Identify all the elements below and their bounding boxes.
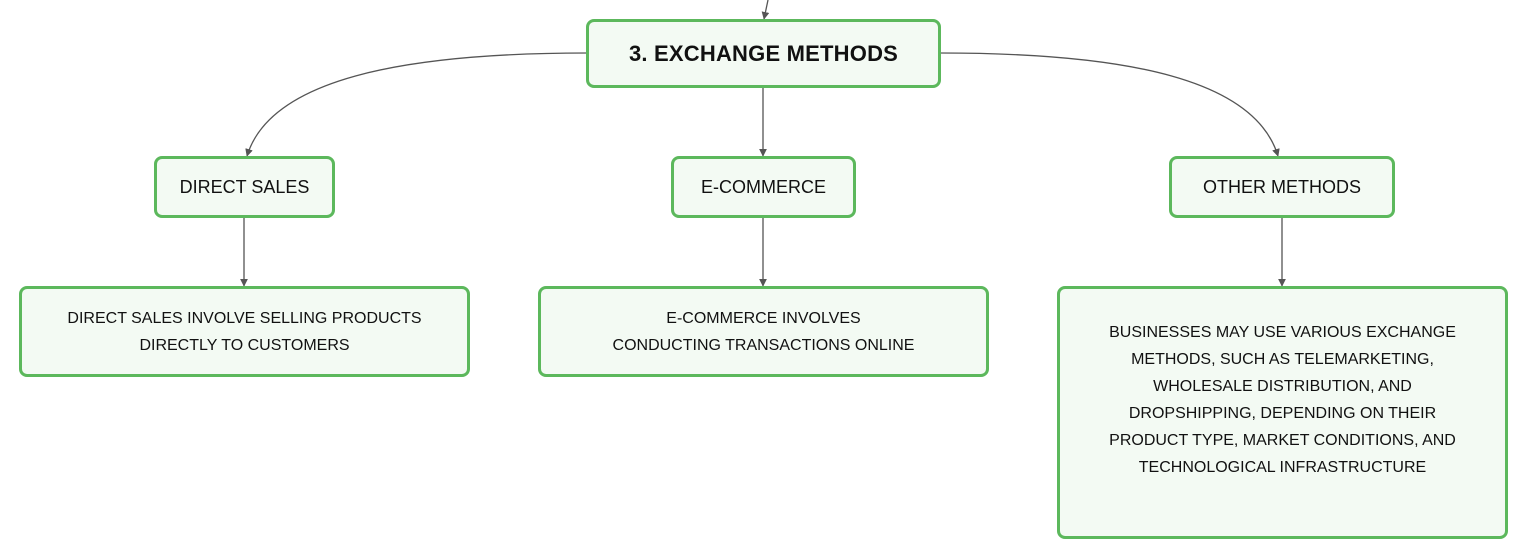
branch-node-e-commerce[interactable]: E-COMMERCE: [671, 156, 856, 218]
branch-node-other-methods[interactable]: OTHER METHODS: [1169, 156, 1395, 218]
connector-root-to-direct-sales: [245, 52, 588, 157]
connector-root-to-other-methods: [939, 52, 1280, 157]
branch-node-direct-sales[interactable]: DIRECT SALES: [154, 156, 335, 218]
connector-parent-to-root: [761, 0, 770, 20]
root-node-label: 3. EXCHANGE METHODS: [628, 40, 899, 66]
detail-node-direct-sales[interactable]: DIRECT SALES INVOLVE SELLING PRODUCTS DI…: [19, 286, 470, 377]
branch-node-label: DIRECT SALES: [179, 176, 310, 197]
root-node[interactable]: 3. EXCHANGE METHODS: [586, 19, 941, 88]
detail-node-e-commerce[interactable]: E-COMMERCE INVOLVES CONDUCTING TRANSACTI…: [538, 286, 989, 377]
branch-node-label: E-COMMERCE: [701, 176, 826, 197]
detail-node-text: E-COMMERCE INVOLVES CONDUCTING TRANSACTI…: [612, 310, 915, 354]
detail-node-text: BUSINESSES MAY USE VARIOUS EXCHANGE METH…: [1109, 323, 1456, 476]
detail-node-other-methods[interactable]: BUSINESSES MAY USE VARIOUS EXCHANGE METH…: [1057, 286, 1508, 539]
branch-node-label: OTHER METHODS: [1202, 176, 1361, 197]
detail-node-text: DIRECT SALES INVOLVE SELLING PRODUCTS DI…: [67, 310, 422, 354]
